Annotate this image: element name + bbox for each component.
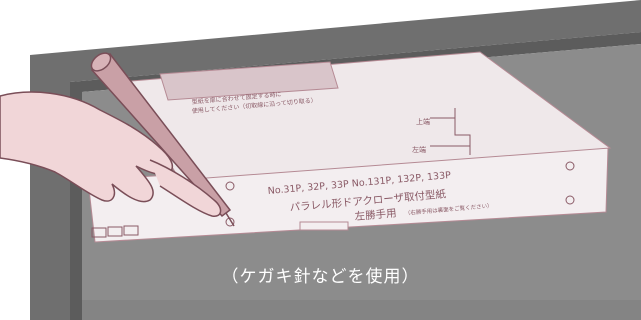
template-cutout [159,61,339,101]
template-hand: 左勝手用 [354,206,397,223]
caption: （ケガキ針などを使用） [221,267,420,287]
hand-icon [0,91,174,203]
template-bottom-tab [299,221,349,231]
template-sheet: 型紙を扉に合わせて固定する時に 使用してください（切取線に沿って切り取る） 上端… [87,51,612,243]
scribe-tool-tip [225,212,235,227]
template-code-box [91,227,107,238]
template-code-box [107,226,123,237]
template-code-box [123,225,139,236]
thumb-icon [149,159,222,217]
scribe-tool-cap [90,52,112,72]
registration-mark [565,161,575,171]
door-panel-lower-shade [82,300,641,320]
bracket-guide [454,108,471,155]
registration-mark [565,195,575,205]
hand-with-scribe [0,52,235,227]
template-label-top-edge: 上端 [416,117,430,126]
template-label-left-edge: 左端 [412,145,426,154]
registration-mark [225,181,235,191]
door-frame [30,0,641,320]
registration-mark [225,217,235,227]
